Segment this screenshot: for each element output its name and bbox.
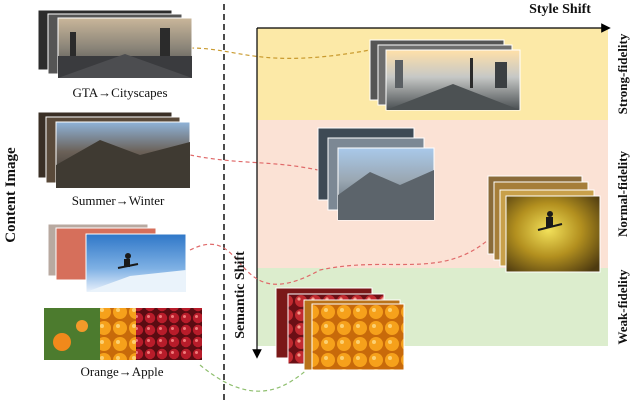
thumb-coco — [47, 223, 187, 293]
content-label-orange: Orange→Apple — [80, 364, 163, 379]
curve-coco — [189, 239, 489, 285]
band-label-weak: Weak-fidelity — [615, 269, 630, 345]
result-strong — [369, 39, 521, 111]
band-label-strong: Strong-fidelity — [615, 33, 630, 114]
result-normal-winter — [317, 127, 435, 221]
content-image-label: Content Image — [3, 147, 19, 243]
content-label-summer: Summer→Winter — [72, 193, 165, 208]
thumb-summer — [37, 111, 191, 189]
band-label-normal: Normal-fidelity — [615, 151, 630, 237]
curve-summer — [189, 154, 319, 171]
style-shift-label: Style Shift — [529, 2, 591, 17]
result-weak — [275, 287, 405, 371]
curve-gta — [189, 47, 371, 59]
thumb-gta — [37, 9, 193, 79]
content-label-gta: GTA→Cityscapes — [73, 85, 168, 100]
semantic-shift-label: Semantic Shift — [233, 251, 248, 339]
result-normal-wikiart — [487, 175, 601, 273]
thumb-orange-apple — [44, 308, 202, 360]
